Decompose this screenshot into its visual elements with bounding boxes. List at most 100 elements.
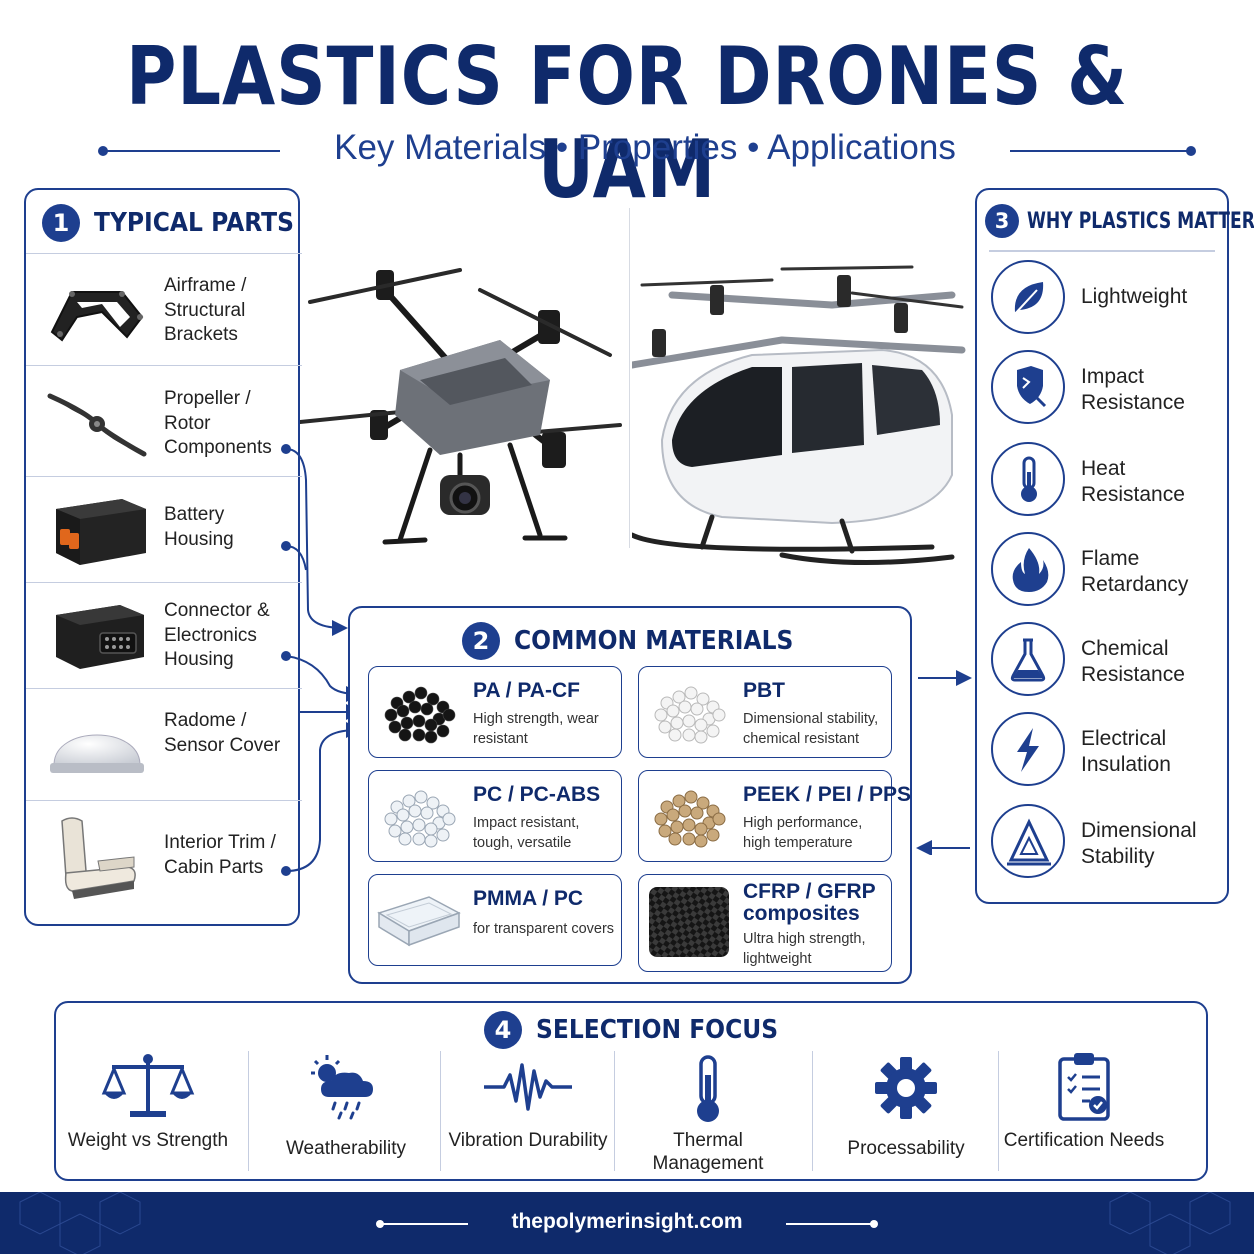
material-description: for transparent covers — [473, 921, 615, 937]
part-label: Propeller / Rotor Components — [164, 388, 272, 458]
why-plastics-title: WHY PLASTICS MATTER — [1027, 208, 1254, 234]
why-label: Impact Resistance — [1081, 365, 1185, 414]
parts-to-materials-connectors — [286, 448, 362, 872]
material-description: High performance, high temperature — [743, 815, 863, 851]
focus-label: Vibration Durability — [448, 1130, 608, 1151]
selection-focus-title: SELECTION FOCUS — [536, 1015, 779, 1045]
material-name: CFRP / GFRP composites — [743, 880, 876, 925]
why-item: Heat Resistance — [991, 442, 1221, 522]
why-item: Impact Resistance — [991, 350, 1221, 430]
hexagon-pattern — [19, 1192, 1231, 1254]
why-label: Flame Retardancy — [1081, 547, 1189, 596]
footer-left-dot — [376, 1220, 384, 1228]
focus-item: Processability — [816, 1003, 996, 1173]
part-label: Airframe / Structural Brackets — [164, 275, 247, 345]
material-name: PA / PA-CF — [473, 679, 580, 702]
why-label: Chemical Resistance — [1081, 637, 1185, 686]
vibration-wave-icon — [484, 1063, 572, 1111]
flask-icon — [1010, 638, 1046, 682]
selection-focus-heading: 4 SELECTION FOCUS — [484, 1011, 805, 1049]
divider — [998, 1051, 999, 1171]
focus-label: Weatherability — [285, 1138, 407, 1159]
drone-image — [300, 268, 622, 545]
material-name: PEEK / PEI / PPS — [743, 783, 912, 806]
selection-focus-panel: 4 SELECTION FOCUS Weight vs Strength Weat… — [54, 1001, 1208, 1181]
part-row: Connector & Electronics Housing — [26, 582, 302, 688]
focus-label: Certification Needs — [1003, 1130, 1165, 1151]
material-description: High strength, wear resistant — [473, 711, 599, 747]
icon-circle — [991, 804, 1065, 878]
why-item: Chemical Resistance — [991, 622, 1221, 702]
part-row: Airframe / Structural Brackets — [26, 253, 302, 365]
part-row: Propeller / Rotor Components — [26, 365, 302, 476]
material-name: PBT — [743, 679, 785, 702]
balance-scale-icon — [101, 1054, 195, 1117]
section-number-badge: 2 — [462, 622, 500, 660]
icon-circle — [991, 350, 1065, 424]
part-row: Radome / Sensor Cover — [26, 688, 302, 800]
carbon-weave-swatch — [649, 887, 729, 957]
footer-right-dot — [870, 1220, 878, 1228]
part-row: Battery Housing — [26, 476, 302, 582]
why-label: Dimensional Stability — [1081, 819, 1197, 868]
footer-right-rule — [786, 1223, 872, 1225]
common-materials-panel: 2 COMMON MATERIALS PA / PA-CF High streng… — [348, 606, 912, 984]
weather-icon — [311, 1055, 373, 1120]
material-description: Dimensional stability, chemical resistan… — [743, 711, 879, 747]
divider — [614, 1051, 615, 1171]
transparent-sheet-swatch — [377, 896, 461, 947]
material-description: Impact resistant, tough, versatile — [473, 815, 580, 851]
gear-icon — [875, 1057, 937, 1119]
divider — [440, 1051, 441, 1171]
material-name: PC / PC-ABS — [473, 783, 601, 806]
section-number-badge: 3 — [985, 204, 1019, 238]
why-item: Flame Retardancy — [991, 532, 1221, 612]
heading-rule — [989, 250, 1215, 252]
common-materials-heading: 2 COMMON MATERIALS — [462, 622, 824, 660]
page-title: PLASTICS FOR DRONES & UAM — [125, 30, 1128, 216]
connector-housing-icon — [56, 605, 144, 669]
icon-circle — [991, 442, 1065, 516]
clear-pellets-swatch — [384, 790, 456, 848]
why-item: Electrical Insulation — [991, 712, 1221, 792]
part-label: Connector & Electronics Housing — [164, 600, 270, 670]
set-square-icon — [1007, 818, 1051, 866]
clipboard-check-icon — [1058, 1053, 1110, 1121]
focus-item: Weatherability — [256, 1003, 436, 1173]
icon-circle — [991, 532, 1065, 606]
evtol-image — [632, 265, 966, 566]
section-number-badge: 4 — [484, 1011, 522, 1049]
why-label: Heat Resistance — [1081, 457, 1185, 506]
divider — [248, 1051, 249, 1171]
leaf-icon — [1012, 282, 1044, 317]
subtitle-left-rule — [104, 150, 280, 152]
focus-item: Vibration Durability — [444, 1003, 612, 1173]
subtitle-right-rule — [1010, 150, 1190, 152]
focus-label: Thermal Management — [652, 1130, 764, 1174]
focus-item: Thermal Management — [618, 1003, 798, 1174]
focus-item: Weight vs Strength — [64, 1003, 232, 1173]
white-pellets-swatch — [654, 686, 726, 744]
why-label: Electrical Insulation — [1081, 727, 1171, 776]
part-label: Radome / Sensor Cover — [164, 710, 281, 756]
thermometer-icon — [697, 1055, 719, 1122]
material-card: PBT Dimensional stability, chemical resi… — [638, 666, 892, 758]
icon-circle — [991, 260, 1065, 334]
focus-label: Processability — [847, 1138, 965, 1159]
common-materials-title: COMMON MATERIALS — [514, 626, 794, 656]
icon-circle — [991, 712, 1065, 786]
material-card: PEEK / PEI / PPS High performance, high … — [638, 770, 911, 862]
lightning-icon — [1017, 728, 1039, 772]
subtitle-right-dot — [1186, 146, 1196, 156]
focus-item: Certification Needs — [1000, 1003, 1168, 1173]
thermometer-icon — [1021, 456, 1037, 502]
battery-housing-icon — [56, 499, 146, 565]
why-plastics-panel: 3 WHY PLASTICS MATTER Lightweight Impact … — [975, 188, 1254, 904]
part-row: Interior Trim / Cabin Parts — [26, 800, 302, 924]
footer-left-rule — [382, 1223, 468, 1225]
part-label: Battery Housing — [164, 504, 234, 550]
why-item: Lightweight — [991, 260, 1221, 340]
part-label: Interior Trim / Cabin Parts — [164, 832, 276, 878]
material-card: PMMA / PC for transparent covers — [368, 874, 622, 966]
